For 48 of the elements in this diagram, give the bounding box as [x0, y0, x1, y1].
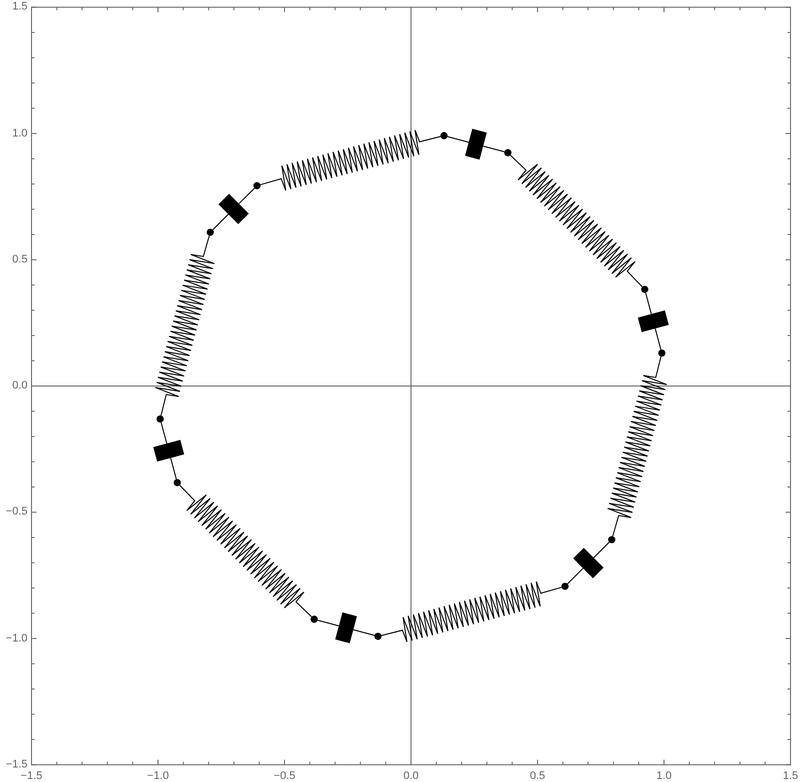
joint-dot — [641, 286, 648, 293]
connector-line — [654, 328, 662, 350]
joint-dot — [608, 536, 616, 544]
joint-dot — [253, 182, 261, 190]
tick-label: −1.5 — [20, 770, 42, 782]
joint-dot — [504, 149, 512, 156]
tick-label: 0.5 — [12, 254, 28, 266]
joint-dot — [174, 479, 181, 486]
joint-dot — [156, 415, 164, 423]
tick-label: −1.5 — [6, 759, 28, 770]
connector-line — [447, 136, 470, 143]
tick-label: −1.0 — [6, 633, 28, 644]
tick-label: 0.0 — [12, 380, 28, 392]
mass-block — [153, 440, 184, 462]
spring — [510, 154, 643, 288]
tick-label: 0.0 — [403, 770, 419, 782]
tick-label: −1.0 — [147, 770, 169, 782]
connector-line — [593, 542, 610, 558]
connector-line — [645, 292, 652, 314]
connector-line — [170, 458, 177, 480]
joint-dot — [206, 228, 214, 236]
tick-label: −0.5 — [274, 770, 296, 782]
tick-label: 1.5 — [782, 770, 798, 782]
joint-dot — [561, 582, 569, 590]
tick-label: 1.0 — [12, 128, 28, 139]
connector-line — [482, 146, 505, 152]
joint-dot — [310, 616, 318, 623]
spring — [380, 581, 562, 642]
connector-line — [567, 568, 584, 584]
tick-label: 1.0 — [656, 770, 672, 782]
joint-dot — [374, 632, 382, 640]
tick-label: 0.5 — [530, 770, 546, 782]
tick-label: −0.5 — [6, 506, 28, 518]
spring — [179, 484, 312, 618]
mass-block — [335, 612, 357, 644]
connector-line — [352, 629, 375, 636]
connector-line — [317, 620, 340, 626]
spring — [154, 235, 215, 416]
joint-dot — [440, 132, 448, 140]
mass-block — [465, 128, 487, 160]
spring — [607, 356, 668, 537]
joint-dot — [658, 349, 666, 357]
tick-label: 1.5 — [12, 2, 28, 13]
connector-line — [238, 188, 255, 204]
connector-line — [212, 214, 229, 230]
mass-block — [638, 310, 669, 332]
spring — [260, 130, 442, 191]
connector-line — [160, 422, 168, 444]
